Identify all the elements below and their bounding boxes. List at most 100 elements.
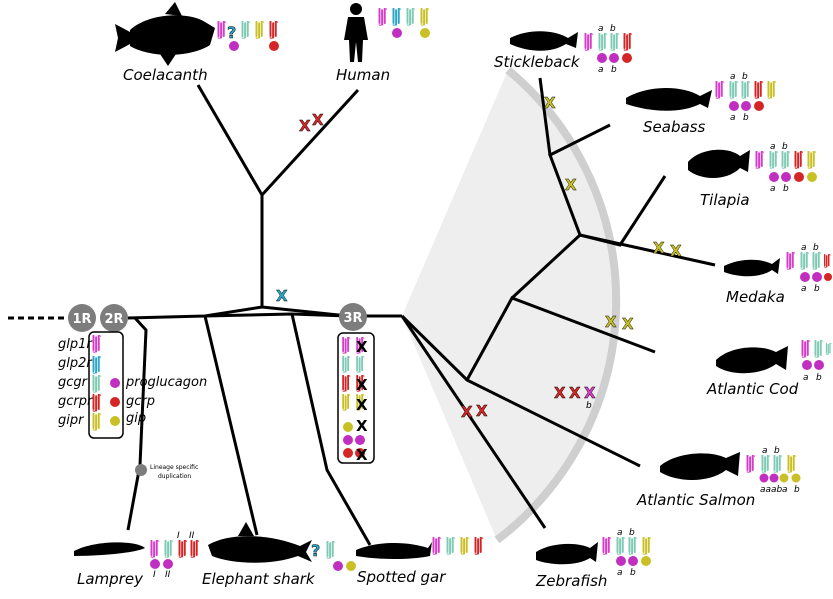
coelacanth-silhouette	[115, 2, 215, 66]
salmon-b-top: b	[774, 446, 780, 456]
elephant-shark-label: Elephant shark	[202, 570, 316, 588]
cod-loss-b-label: b	[586, 401, 592, 411]
seabass-silhouette	[626, 88, 712, 111]
lamprey-label: Lamprey	[77, 570, 144, 588]
svg-text:X: X	[670, 242, 682, 260]
medaka-b-top: b	[813, 243, 819, 253]
duplication-3r: 3R	[339, 303, 367, 331]
shark-unknown-mark: ?	[311, 541, 320, 560]
medaka-label: Medaka	[726, 288, 785, 306]
svg-text:X: X	[476, 402, 488, 420]
coelacanth-unknown-mark: ?	[227, 23, 236, 42]
lineage-duplication-node: Lineage specific duplication	[135, 464, 198, 480]
svg-text:X: X	[569, 384, 581, 402]
salmon-a-bot: a	[782, 485, 788, 495]
elephant-shark-genes	[327, 542, 356, 571]
spotted-gar-silhouette	[356, 542, 432, 559]
elephant-shark-silhouette	[208, 522, 312, 563]
seabass-a-top: a	[730, 72, 736, 82]
tilapia-b-bot: b	[783, 184, 789, 194]
stickleback-genes	[585, 34, 632, 63]
svg-text:X: X	[276, 287, 288, 305]
salmon-label: Atlantic Salmon	[636, 491, 755, 509]
svg-text:X: X	[299, 117, 311, 135]
svg-text:duplication: duplication	[158, 473, 191, 480]
stickleback-b-top: b	[610, 24, 616, 34]
medaka-silhouette	[724, 258, 780, 276]
svg-text:X: X	[461, 403, 473, 421]
svg-text:X: X	[653, 239, 665, 257]
svg-text:X: X	[544, 94, 556, 112]
lamprey-II-bottom: II	[165, 570, 171, 580]
tilapia-label: Tilapia	[700, 191, 750, 209]
svg-text:X: X	[356, 396, 368, 414]
stickleback-b-bot: b	[611, 65, 617, 75]
tilapia-genes	[756, 152, 817, 182]
legend-glp2r: glp2r	[58, 356, 93, 371]
backbone-branch	[128, 307, 348, 318]
medaka-a-bot: a	[801, 284, 807, 294]
seabass-b-top: b	[742, 72, 748, 82]
lamprey-I-top: I	[177, 531, 180, 541]
legend-gcrp: gcrp	[126, 394, 155, 409]
cod-label: Atlantic Cod	[706, 380, 799, 398]
svg-text:X: X	[356, 338, 368, 356]
zebrafish-label: Zebrafish	[535, 572, 607, 590]
coelacanth-label: Coelacanth	[123, 66, 208, 84]
tilapia-a-bot: a	[770, 184, 776, 194]
svg-text:X: X	[622, 315, 634, 333]
svg-text:X: X	[584, 384, 596, 402]
tilapia-b-top: b	[782, 142, 788, 152]
human-branch	[262, 90, 358, 195]
seabass-a-bot: a	[730, 113, 736, 123]
legend-proglucagon: proglucagon	[125, 375, 207, 390]
stickleback-a-top: a	[598, 24, 604, 34]
svg-text:1R: 1R	[72, 312, 91, 327]
seabass-b-bot: b	[743, 113, 749, 123]
shark-branch	[205, 316, 257, 535]
human-label: Human	[336, 66, 390, 84]
seabass-label: Seabass	[643, 118, 705, 136]
lamprey-II-top: II	[189, 531, 195, 541]
svg-text:X: X	[605, 313, 617, 331]
duplication-1r: 1R	[68, 304, 96, 332]
cod-b-bot: b	[816, 373, 822, 383]
tilapia-silhouette	[688, 150, 750, 178]
seabass-genes	[716, 82, 776, 111]
svg-text:X: X	[356, 376, 368, 394]
cod-silhouette	[716, 346, 788, 373]
medaka-b-bot: b	[814, 284, 820, 294]
legend-gip: gip	[126, 411, 146, 426]
human-silhouette	[344, 3, 368, 62]
zebrafish-silhouette	[536, 542, 598, 564]
salmon-a-top: a	[762, 446, 768, 456]
medaka-genes	[787, 253, 832, 282]
lamprey-genes	[150, 541, 199, 569]
zebrafish-a-top: a	[617, 528, 623, 538]
svg-text:3R: 3R	[343, 311, 362, 326]
tilapia-a-top: a	[770, 142, 776, 152]
zebrafish-genes	[603, 538, 651, 566]
salmon-genes	[747, 456, 801, 483]
svg-text:Lineage specific: Lineage specific	[150, 464, 198, 471]
cod-a-bot: a	[803, 373, 809, 383]
salmon-aaab-bot: aaab	[760, 485, 783, 495]
svg-text:X: X	[312, 111, 324, 129]
legend-receptor-column	[93, 336, 120, 431]
legend-glp1r: glp1r	[58, 337, 93, 352]
zebrafish-b-top: b	[629, 528, 635, 538]
svg-text:X: X	[356, 417, 368, 435]
stickleback-a-bot: a	[598, 65, 604, 75]
svg-text:X: X	[565, 176, 577, 194]
stickleback-silhouette	[510, 31, 578, 51]
lamprey-silhouette	[74, 542, 145, 556]
cod-genes	[802, 341, 832, 370]
zebrafish-b-bot: b	[630, 568, 636, 578]
zebrafish-a-bot: a	[617, 568, 623, 578]
spotted-gar-genes	[433, 538, 483, 555]
lamprey-I-bottom: I	[153, 570, 156, 580]
svg-text:X: X	[554, 384, 566, 402]
legend-gcgr: gcgr	[58, 375, 89, 390]
